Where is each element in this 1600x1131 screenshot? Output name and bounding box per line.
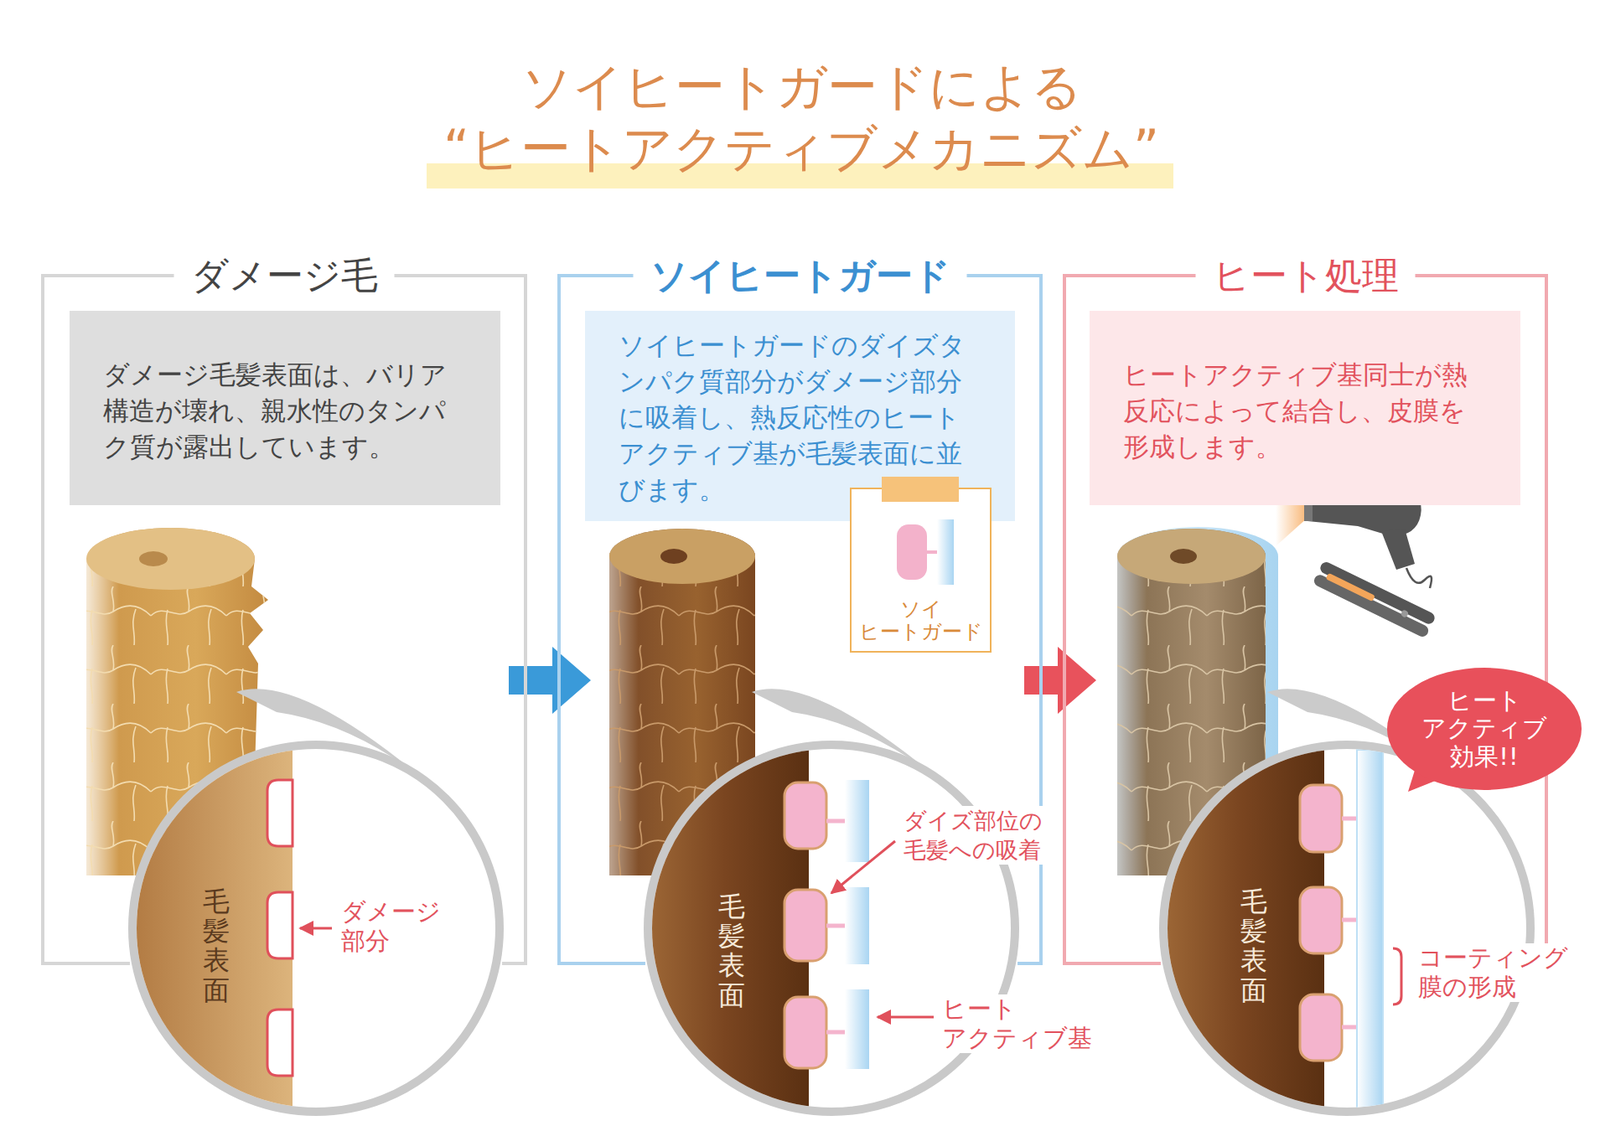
panel-heading: ヒート処理 xyxy=(1204,252,1408,300)
soy-part xyxy=(896,524,927,580)
panel-heading: ソイヒートガード xyxy=(642,252,959,300)
bubble-text: ヒート アクティブ 効果!! xyxy=(1421,687,1548,772)
product-icon xyxy=(851,519,990,586)
vertical-label: 毛髪表面 xyxy=(718,892,746,1011)
text-box: ヒートアクティブ基同士が熱反応によって結合し、皮膜を形成します。 xyxy=(1089,310,1521,506)
panel-border xyxy=(1064,275,1547,964)
panel-heading: ダメージ毛 xyxy=(182,252,387,300)
magnifier-treated xyxy=(641,737,1015,1124)
callout-label: コーティング 膜の形成 xyxy=(1416,943,1570,1003)
callout-label: ダイズ部位の 毛髪への吸着 xyxy=(901,806,1045,865)
callout-label: ダメージ 部分 xyxy=(339,897,443,957)
magnifier-coated xyxy=(1156,737,1531,1128)
box-text: ヒートアクティブ基同士が熱反応によって結合し、皮膜を形成します。 xyxy=(1123,357,1487,466)
vertical-label: 毛髪表面 xyxy=(1240,887,1268,1006)
active-bar xyxy=(937,519,954,586)
note-card: ソイ ヒートガード xyxy=(849,487,992,653)
vertical-label: 毛髪表面 xyxy=(202,887,230,1006)
speech-bubble: ヒート アクティブ 効果!! xyxy=(1387,667,1582,791)
stem xyxy=(926,550,938,555)
tape xyxy=(881,476,959,503)
note-text: ソイ ヒートガード xyxy=(859,598,984,645)
text-box: ダメージ毛髪表面は、バリア構造が壊れ、親水性のタンパク質が露出しています。 xyxy=(69,310,501,506)
magnifier-damaged xyxy=(125,737,500,1124)
flow-arrow xyxy=(508,647,591,715)
callout-label: ヒート アクティブ基 xyxy=(940,994,1094,1054)
box-text: ダメージ毛髪表面は、バリア構造が壊れ、親水性のタンパク質が露出しています。 xyxy=(103,357,467,466)
flat-iron-icon xyxy=(1312,560,1437,640)
panel-frame: ヒート処理ヒートアクティブ基同士が熱反応によって結合し、皮膜を形成します。 xyxy=(1064,275,1547,964)
flow-arrow xyxy=(1024,647,1097,715)
panel-frame: ダメージ毛ダメージ毛髪表面は、バリア構造が壊れ、親水性のタンパク質が露出していま… xyxy=(42,275,526,964)
bubble-inner: ヒート アクティブ 効果!! xyxy=(1387,667,1582,791)
diagram-title: ソイヒートガードによる “ヒートアクティブメカニズム” xyxy=(340,55,1263,180)
leader-lines xyxy=(300,841,1402,1018)
bubble-body xyxy=(1387,667,1582,791)
panel-border xyxy=(42,275,526,964)
